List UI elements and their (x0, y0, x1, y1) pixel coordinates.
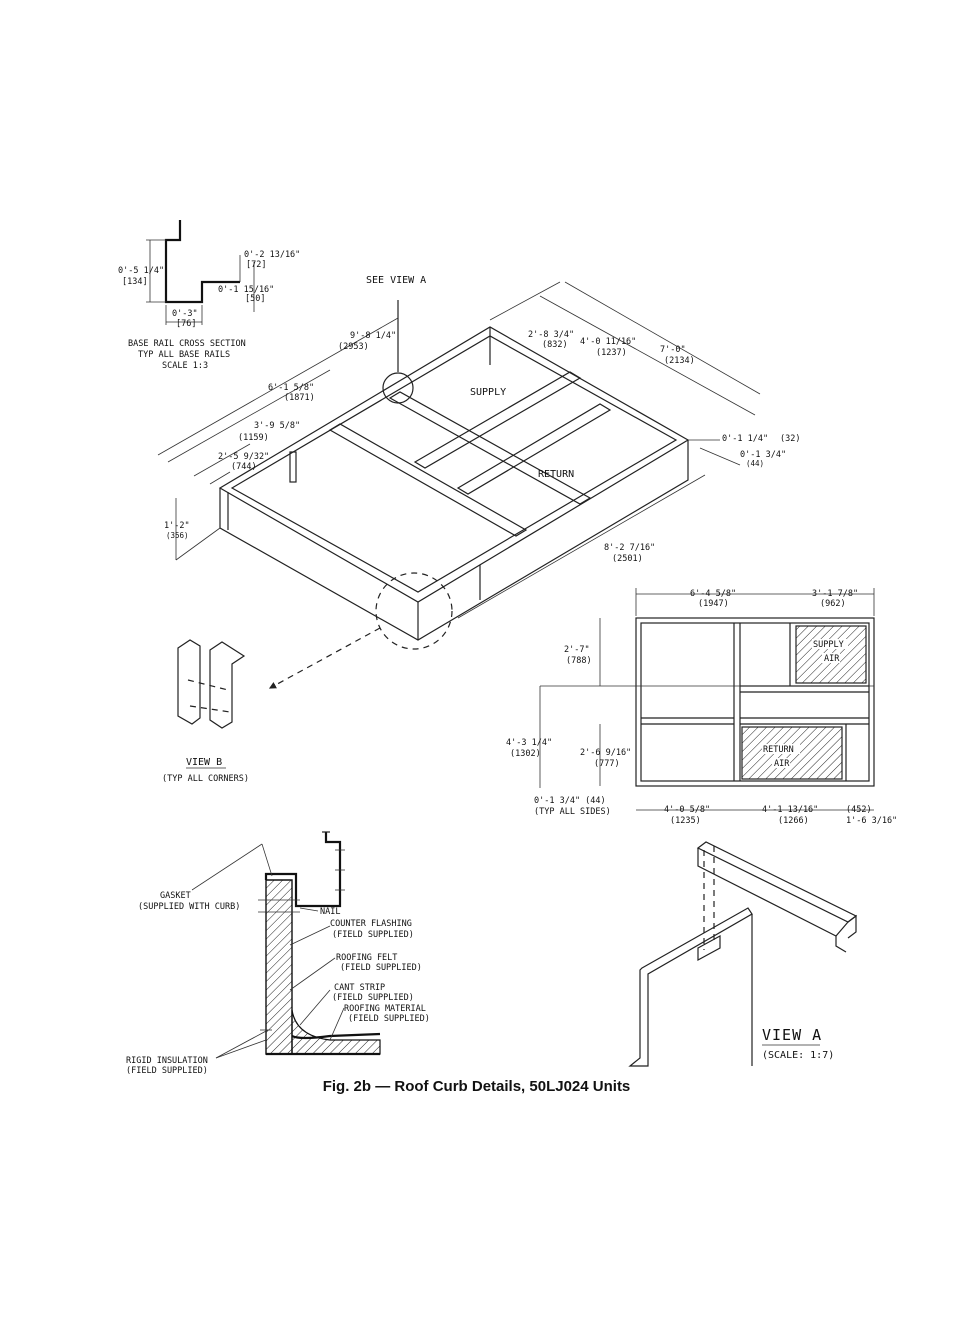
dim-2-5-mm: (744) (231, 462, 257, 472)
rail-title-2: TYP ALL BASE RAILS (138, 350, 230, 360)
rail-title-3: SCALE 1:3 (162, 361, 208, 371)
rail-base-mm: [76] (176, 319, 196, 329)
counter-flashing-note: (FIELD SUPPLIED) (332, 930, 414, 940)
gasket-label: GASKET (160, 891, 191, 901)
dim-3-9: 3'-9 5/8" (254, 421, 300, 431)
return-air-2: AIR (774, 759, 790, 769)
return-air-1: RETURN (763, 745, 794, 755)
dim-0-1-34-mm: (44) (746, 459, 764, 468)
dim-0-1-14: 0'-1 1/4" (722, 434, 768, 444)
dim-1-2: 1'-2" (164, 521, 190, 531)
plan-dim-4-3-mm: (1302) (510, 749, 541, 759)
rail-top-dim: 0'-2 13/16" (244, 250, 300, 260)
plan-dim-sides-note: (TYP ALL SIDES) (534, 807, 611, 817)
rail-base-dim: 0'-3" (172, 309, 198, 319)
supply-air-opening (795, 625, 867, 684)
plan-dim-3-1-mm: (962) (820, 599, 846, 609)
cant-strip-note: (FIELD SUPPLIED) (332, 993, 414, 1003)
view-a-title: VIEW A (762, 1026, 822, 1044)
plan-dim-3-1: 3'-1 7/8" (812, 589, 858, 599)
roofing-felt-label: ROOFING FELT (336, 953, 397, 963)
plan-dim-4-1: 4'-1 13/16" (762, 805, 818, 815)
plan-dim-4-0: 4'-0 5/8" (664, 805, 710, 815)
plan-dim-4-1-mm: (1266) (778, 816, 809, 826)
counter-flashing-label: COUNTER FLASHING (330, 919, 412, 929)
dim-8-2-mm: (2501) (612, 554, 643, 564)
return-label: RETURN (538, 469, 574, 480)
supply-air-1: SUPPLY (813, 640, 844, 650)
plan-dim-6-4: 6'-4 5/8" (690, 589, 736, 599)
supply-label: SUPPLY (470, 387, 506, 398)
dim-2-8-mm: (832) (542, 340, 568, 350)
rigid-insulation-note: (FIELD SUPPLIED) (126, 1066, 208, 1076)
rail-height-dim: 0'-5 1/4" (118, 266, 164, 276)
plan-dim-452: (452) (846, 805, 872, 815)
see-view-a-label: SEE VIEW A (366, 275, 426, 286)
roofing-felt-note: (FIELD SUPPLIED) (340, 963, 422, 973)
view-b-note: (TYP ALL CORNERS) (162, 774, 249, 784)
rail-step-dim: 0'-1 15/16" (218, 285, 274, 295)
plan-dim-2-6-mm: (777) (594, 759, 620, 769)
isometric-curb: SEE VIEW A SUPPLY RETURN 9'-8 1/4" (2953… (157, 275, 800, 689)
dim-8-2: 8'-2 7/16" (604, 543, 655, 553)
plan-dim-6-4-mm: (1947) (698, 599, 729, 609)
supply-air-2: AIR (824, 654, 840, 664)
cant-strip-label: CANT STRIP (334, 983, 385, 993)
dim-9-8-mm: (2953) (338, 342, 369, 352)
dim-2-8: 2'-8 3/4" (528, 330, 574, 340)
plan-dim-2-7-mm: (788) (566, 656, 592, 666)
dim-0-1-14-mm: (32) (780, 434, 800, 444)
plan-dim-4-0-mm: (1235) (670, 816, 701, 826)
dim-9-8: 9'-8 1/4" (350, 331, 396, 341)
dim-7-0: 7'-0" (660, 345, 686, 355)
rail-step-mm: [50] (245, 294, 265, 304)
rigid-insulation-label: RIGID INSULATION (126, 1056, 208, 1066)
view-b: VIEW B (TYP ALL CORNERS) (162, 639, 249, 784)
dim-6-1-mm: (1871) (284, 393, 315, 403)
dim-7-0-mm: (2134) (664, 356, 695, 366)
figure-caption: Fig. 2b — Roof Curb Details, 50LJ024 Uni… (322, 1078, 631, 1095)
plan-dim-4-3: 4'-3 1/4" (506, 738, 552, 748)
view-a: VIEW A (SCALE: 1:7) (628, 841, 858, 1067)
gasket-note: (SUPPLIED WITH CURB) (138, 902, 240, 912)
roofing-material-note: (FIELD SUPPLIED) (348, 1014, 430, 1024)
roofing-material-label: ROOFING MATERIAL (344, 1004, 426, 1014)
dim-6-1: 6'-1 5/8" (268, 383, 314, 393)
rail-height-mm: [134] (122, 277, 148, 287)
plan-dim-2-7: 2'-7" (564, 645, 590, 655)
dim-0-1-34: 0'-1 3/4" (740, 450, 786, 460)
view-a-scale: (SCALE: 1:7) (762, 1050, 834, 1061)
view-b-title: VIEW B (186, 757, 222, 768)
plan-dim-sides: 0'-1 3/4" (44) (534, 796, 606, 806)
base-rail-section: 0'-5 1/4" [134] 0'-2 13/16" [72] 0'-1 15… (118, 220, 300, 371)
flashing-detail: GASKET (SUPPLIED WITH CURB) NAIL COUNTER… (126, 831, 430, 1076)
rail-top-mm: [72] (246, 260, 266, 270)
plan-dim-1-6: 1'-6 3/16" (846, 816, 897, 826)
nail-label: NAIL (320, 907, 340, 917)
plan-dim-2-6: 2'-6 9/16" (580, 748, 631, 758)
dim-2-5: 2'-5 9/32" (218, 452, 269, 462)
rail-title-1: BASE RAIL CROSS SECTION (128, 339, 246, 349)
dim-4-0-mm: (1237) (596, 348, 627, 358)
plan-view: SUPPLY AIR RETURN AIR 6'-4 5/8" (1947) 3… (506, 588, 897, 826)
dim-1-2-mm: (356) (166, 531, 189, 540)
dim-3-9-mm: (1159) (238, 433, 269, 443)
dim-4-0: 4'-0 11/16" (580, 337, 636, 347)
